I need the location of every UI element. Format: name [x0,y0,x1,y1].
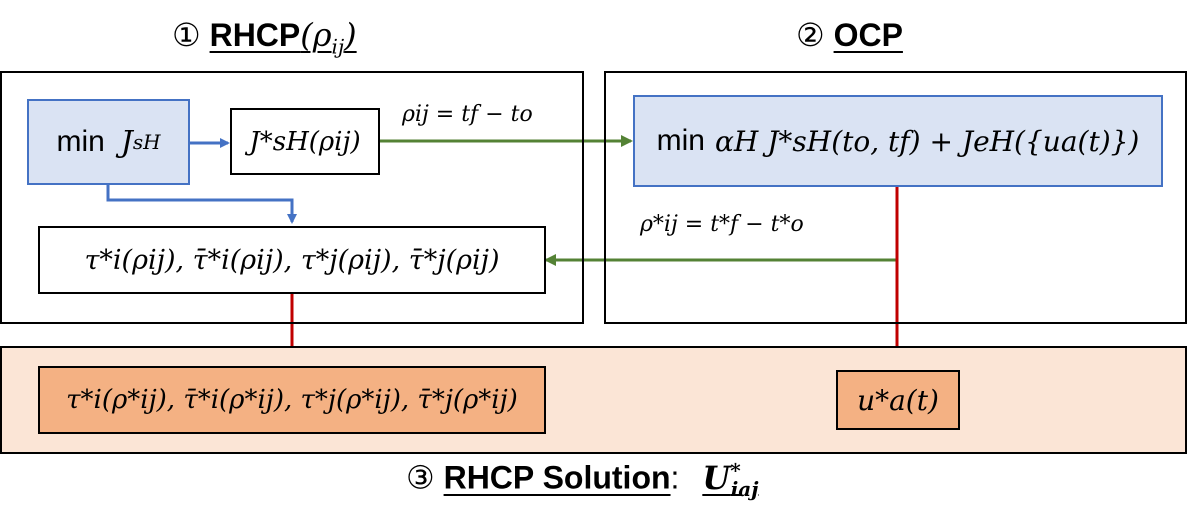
min-symbol: J [120,124,133,160]
min-label: min [56,125,105,158]
jstar-box: J*sH(ρij) [230,108,380,175]
section-1-param: (ρ [300,16,332,54]
section-1-heading: ① RHCP(ρij) [172,16,357,58]
section-3-heading: ③ RHCP Solution: U*iaj [406,458,758,501]
section-3-number: ③ [406,458,435,497]
rho-edge-label: ρij = tf − to [402,102,533,127]
ocp-min-label: min [656,124,705,157]
ocp-objective-expression: αH J*sH(to, tf) + JeH({ua(t)}) [714,124,1140,158]
section-1-number: ① [172,16,201,54]
section-3-symbol-sub: iaj [730,477,759,502]
ocp-frame [604,71,1187,324]
section-2-number: ② [796,16,825,54]
u-star-box: u*a(t) [836,370,960,430]
tau-expression: τ*i(ρij), τ̄*i(ρij), τ*j(ρij), τ̄*j(ρij) [84,244,500,276]
section-2-title: OCP [833,17,903,53]
arrow-min-to-tau [106,185,297,224]
ocp-objective-box: min αH J*sH(to, tf) + JeH({ua(t)}) [633,95,1163,187]
section-3-colon: : [670,459,680,496]
section-3-symbol-sup: * [730,458,741,482]
min-sub: sH [132,130,161,154]
section-3-title: RHCP Solution [443,459,671,496]
solution-band [0,346,1187,454]
u-star-expression: u*a(t) [857,383,939,417]
section-1-param-close: ) [344,16,357,54]
tau-star-box: τ*i(ρ*ij), τ̄*i(ρ*ij), τ*j(ρ*ij), τ̄*j(ρ… [38,366,546,434]
tau-star-expression: τ*i(ρ*ij), τ̄*i(ρ*ij), τ*j(ρ*ij), τ̄*j(ρ… [66,385,518,415]
section-1-param-sub: ij [331,34,345,59]
rhcp-frame [0,71,584,324]
rho-star-edge-label: ρ*ij = t*f − t*o [640,212,804,237]
section-2-heading: ② OCP [796,16,903,54]
section-3-symbol: U [702,458,731,497]
jstar-expression: J*sH(ρij) [249,126,361,157]
tau-box: τ*i(ρij), τ̄*i(ρij), τ*j(ρij), τ̄*j(ρij) [38,226,546,294]
section-1-title: RHCP [209,17,301,53]
